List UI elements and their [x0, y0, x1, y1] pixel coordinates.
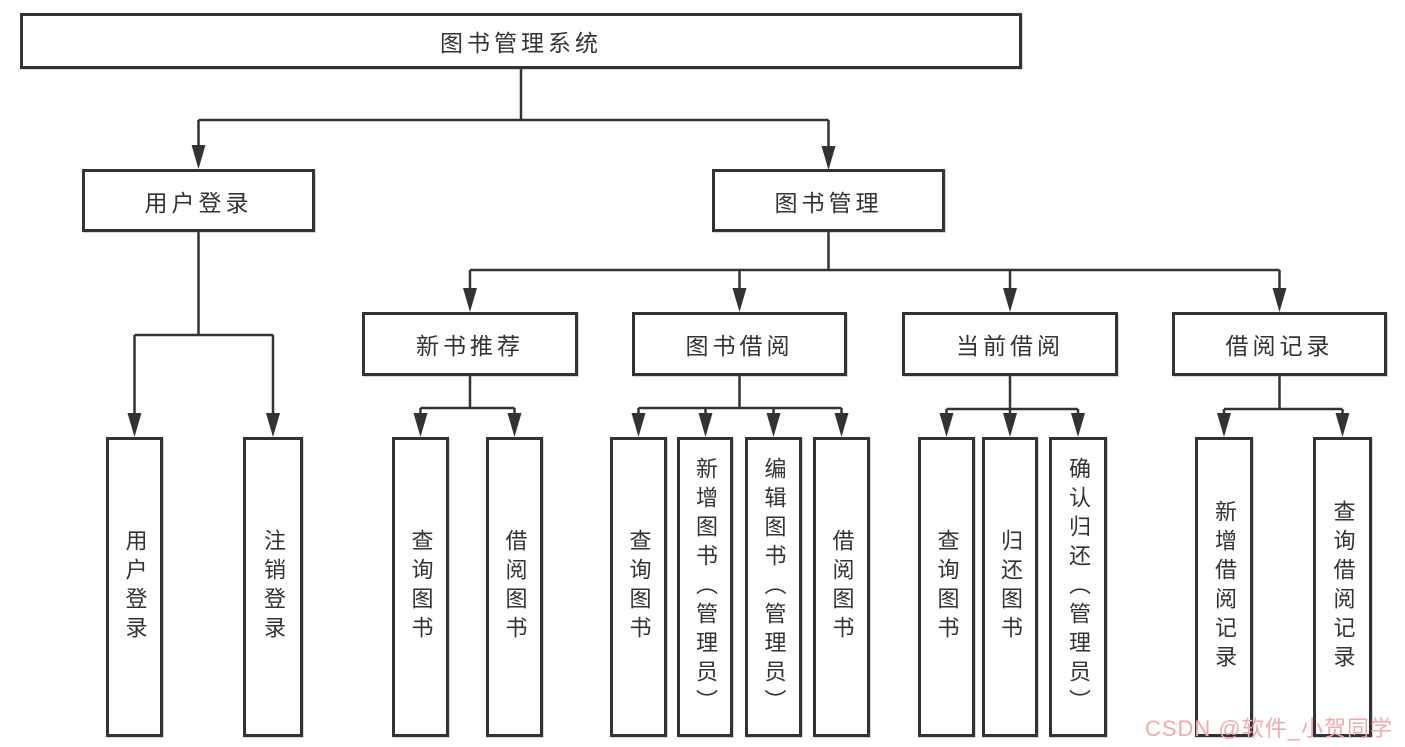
- node-label: 借阅记录: [1225, 333, 1334, 359]
- node-borrow-record: 借阅记录: [1172, 312, 1387, 376]
- node-label: 图书管理系统: [440, 30, 602, 56]
- node-leaf-bb-add-book: 新增图书（管理员）: [677, 437, 733, 737]
- node-label: 图书管理: [774, 189, 883, 216]
- node-user-login: 用户登录: [82, 169, 315, 232]
- node-book-management: 图书管理: [712, 169, 945, 232]
- node-leaf-logout: 注销登录: [243, 437, 303, 737]
- node-leaf-nbr-borrow-book: 借阅图书: [486, 437, 543, 737]
- node-label: 新增借阅记录: [1212, 500, 1237, 674]
- node-label: 用户登录: [144, 189, 253, 216]
- node-label: 注销登录: [261, 529, 286, 645]
- node-label: 归还图书: [998, 529, 1023, 645]
- node-leaf-user-login: 用户登录: [106, 437, 163, 737]
- node-current-borrow: 当前借阅: [902, 312, 1118, 376]
- node-book-borrow: 图书借阅: [632, 312, 847, 376]
- node-label: 借阅图书: [829, 529, 855, 645]
- node-leaf-bb-query-book: 查询图书: [610, 437, 667, 737]
- node-label: 查询图书: [626, 529, 652, 645]
- node-label: 图书借阅: [685, 333, 794, 359]
- node-label: 当前借阅: [956, 333, 1064, 359]
- node-label: 借阅图书: [502, 529, 528, 645]
- node-leaf-br-add-record: 新增借阅记录: [1195, 437, 1253, 737]
- node-label: 查询图书: [934, 529, 960, 645]
- node-leaf-bb-borrow-book: 借阅图书: [813, 437, 870, 737]
- node-leaf-br-query-record: 查询借阅记录: [1313, 437, 1372, 737]
- node-leaf-cb-confirm-return: 确认归还（管理员）: [1049, 437, 1107, 737]
- csdn-watermark: CSDN @软件_小贺同学: [1144, 716, 1393, 741]
- node-leaf-nbr-query-book: 查询图书: [392, 437, 449, 737]
- node-leaf-cb-query-book: 查询图书: [918, 437, 975, 737]
- node-label: 查询图书: [408, 529, 434, 645]
- node-label: 编辑图书（管理员）: [761, 456, 787, 718]
- node-label: 新增图书（管理员）: [693, 456, 718, 718]
- node-leaf-bb-edit-book: 编辑图书（管理员）: [745, 437, 802, 737]
- node-library-management-system: 图书管理系统: [20, 13, 1022, 69]
- node-label: 新书推荐: [416, 333, 524, 359]
- node-label: 用户登录: [122, 529, 148, 645]
- node-new-book-recommend: 新书推荐: [362, 312, 578, 376]
- node-label: 查询借阅记录: [1330, 500, 1356, 674]
- node-leaf-cb-return-book: 归还图书: [982, 437, 1038, 737]
- node-label: 确认归还（管理员）: [1066, 456, 1091, 718]
